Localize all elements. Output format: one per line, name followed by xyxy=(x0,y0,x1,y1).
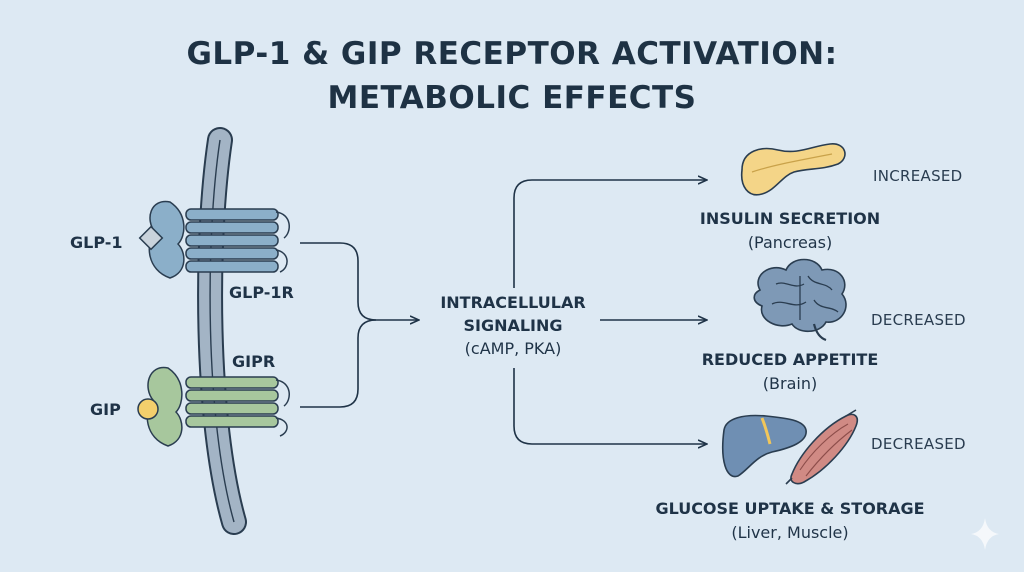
title-line-2: METABOLIC EFFECTS xyxy=(327,80,697,116)
gip-ligand-icon xyxy=(137,398,159,420)
glp1-ligand-icon xyxy=(138,225,164,251)
gip-receptor xyxy=(146,366,290,447)
effect-arrows xyxy=(513,180,706,444)
gipr-label: GIPR xyxy=(232,352,276,371)
glp1-receptor xyxy=(148,200,290,279)
effect-glucose: GLUCOSE UPTAKE & STORAGE (Liver, Muscle) xyxy=(620,497,960,545)
cell-membrane xyxy=(197,127,247,535)
diagram-title: GLP-1 & GIP RECEPTOR ACTIVATION: METABOL… xyxy=(0,32,1024,120)
muscle-icon xyxy=(785,409,859,485)
effect-organ: (Liver, Muscle) xyxy=(731,523,849,542)
signaling-line-2: SIGNALING xyxy=(463,316,563,335)
liver-icon xyxy=(722,414,807,478)
effect-title: REDUCED APPETITE xyxy=(701,350,879,369)
pancreas-icon xyxy=(740,143,846,196)
effect-title: INSULIN SECRETION xyxy=(699,209,881,228)
effect-title: GLUCOSE UPTAKE & STORAGE xyxy=(655,499,925,518)
title-line-1: GLP-1 & GIP RECEPTOR ACTIVATION: xyxy=(186,36,838,72)
effect-status-appetite: DECREASED xyxy=(871,311,966,329)
signaling-line-1: INTRACELLULAR xyxy=(440,293,586,312)
gip-label: GIP xyxy=(90,400,121,419)
signaling-box: INTRACELLULAR SIGNALING (cAMP, PKA) xyxy=(425,291,601,360)
effect-organ: (Brain) xyxy=(762,374,818,393)
glp1-label: GLP-1 xyxy=(70,233,123,252)
effect-organ: (Pancreas) xyxy=(747,233,833,252)
sparkle-icon xyxy=(971,518,999,550)
signaling-detail: (cAMP, PKA) xyxy=(464,339,562,358)
effect-status-insulin: INCREASED xyxy=(873,167,963,185)
brain-icon xyxy=(753,258,847,342)
effect-status-glucose: DECREASED xyxy=(871,435,966,453)
glp1r-label: GLP-1R xyxy=(229,283,294,302)
receptor-connectors xyxy=(300,242,418,408)
effect-appetite: REDUCED APPETITE (Brain) xyxy=(640,348,940,396)
effect-insulin: INSULIN SECRETION (Pancreas) xyxy=(640,207,940,255)
